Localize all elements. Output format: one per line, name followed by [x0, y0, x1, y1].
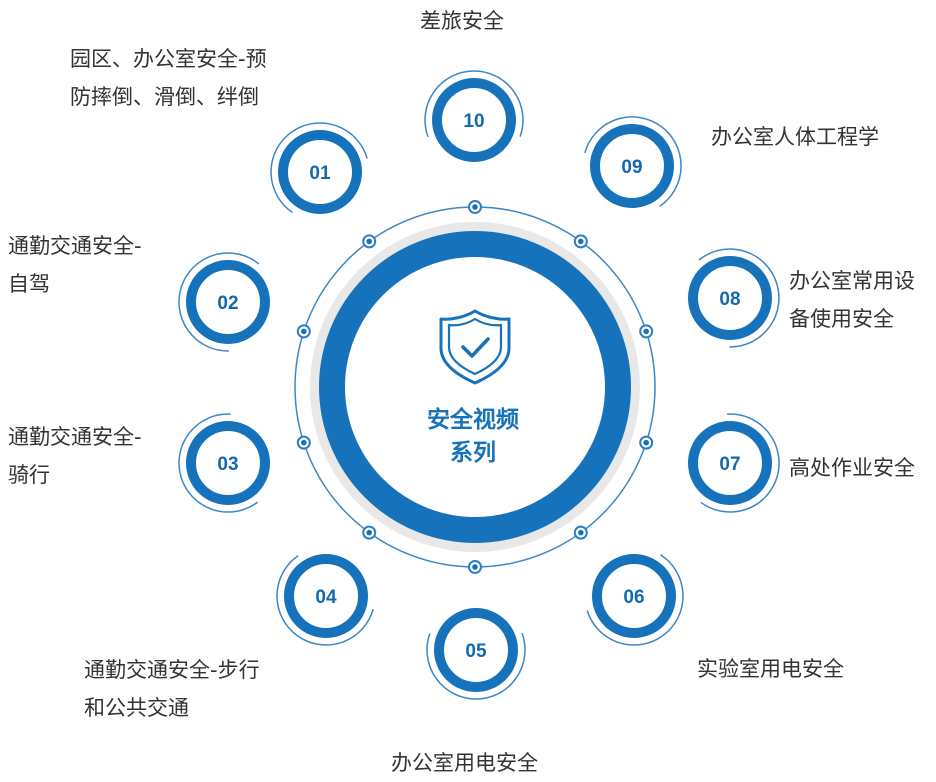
orbit-dot [639, 324, 654, 339]
node-10: 10 [424, 70, 524, 162]
node-number: 10 [463, 111, 484, 132]
node-outer-arc [270, 122, 368, 214]
node-ring [688, 421, 772, 505]
node-outer-arc [178, 252, 260, 352]
node-label-03: 通勤交通安全- 骑行 [8, 425, 142, 487]
orbit-dot [362, 234, 377, 249]
node-label-04: 通勤交通安全-步行 和公共交通 [84, 658, 260, 720]
node-ring [592, 554, 676, 638]
node-label-09: 办公室人体工程学 [711, 125, 879, 149]
node-ring [186, 260, 270, 344]
node-number: 05 [465, 641, 487, 662]
node-outer-arc [698, 248, 780, 348]
center-title-line2: 系列 [450, 440, 496, 466]
node-number: 04 [315, 587, 337, 608]
node-outer-arc [276, 554, 374, 646]
node-number: 06 [623, 587, 644, 608]
center-title: 安全视频 系列 [398, 404, 548, 470]
node-ring [688, 256, 772, 340]
node-outer-arc [586, 554, 684, 646]
node-ring [186, 421, 270, 505]
node-08: 08 [688, 248, 780, 348]
node-ring [432, 78, 516, 162]
orbit-dot [468, 560, 482, 574]
node-label-05: 办公室用电安全 [391, 751, 538, 775]
orbit-dot [573, 525, 588, 540]
orbit-dot [296, 435, 311, 450]
node-06: 06 [586, 554, 684, 646]
node-outer-arc [584, 116, 682, 207]
node-ring [278, 130, 362, 214]
node-number: 03 [217, 454, 238, 475]
node-label-10: 差旅安全 [420, 9, 504, 33]
orbit-dot [362, 525, 377, 540]
node-label-06: 实验室用电安全 [697, 657, 844, 681]
node-number: 08 [719, 289, 740, 310]
node-number: 01 [309, 163, 331, 184]
node-outer-arc [426, 632, 526, 700]
orbit-dot [639, 435, 654, 450]
node-04: 04 [276, 554, 374, 646]
node-number: 09 [621, 157, 642, 178]
node-number: 02 [217, 293, 238, 314]
node-outer-arc [424, 70, 524, 138]
node-ring [434, 608, 518, 692]
node-ring [284, 554, 368, 638]
orbit-dot [573, 234, 588, 249]
node-label-07: 高处作业安全 [789, 456, 915, 480]
shield-check-icon [439, 309, 511, 385]
blue-ring [319, 231, 631, 543]
node-label-02: 通勤交通安全- 自驾 [8, 234, 142, 296]
orbit-dot [468, 200, 482, 214]
node-outer-arc [700, 413, 780, 513]
node-outer-arc [178, 413, 259, 513]
node-label-08: 办公室常用设 备使用安全 [789, 269, 915, 331]
node-05: 05 [426, 608, 526, 700]
node-01: 01 [270, 122, 368, 214]
node-09: 09 [584, 116, 682, 208]
center-title-line1: 安全视频 [427, 407, 519, 433]
node-07: 07 [688, 413, 780, 513]
node-label-01: 园区、办公室安全-预 防摔倒、滑倒、绊倒 [70, 47, 267, 109]
node-03: 03 [178, 413, 270, 513]
node-ring [590, 124, 674, 208]
node-02: 02 [178, 252, 270, 352]
node-number: 07 [719, 454, 740, 475]
orbit-dot [296, 324, 311, 339]
